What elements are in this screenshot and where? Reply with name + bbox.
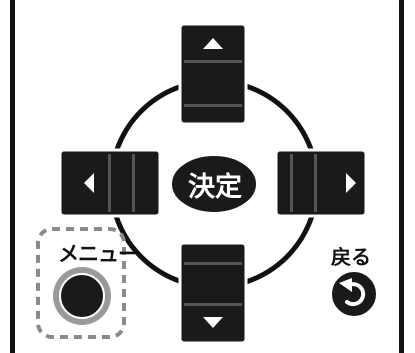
ok-button[interactable] xyxy=(170,154,258,214)
left-button[interactable] xyxy=(58,148,162,218)
menu-button-label: メニュー xyxy=(58,242,139,266)
return-arrow-icon xyxy=(339,278,366,307)
triangle-left-icon xyxy=(84,173,94,193)
menu-focus-outline xyxy=(36,227,126,339)
remote-edge-right xyxy=(399,0,404,353)
right-button[interactable] xyxy=(274,148,368,218)
up-button[interactable] xyxy=(178,22,248,126)
back-button-label: 戻る xyxy=(331,245,371,269)
remote-edge-left xyxy=(10,0,15,353)
triangle-down-icon xyxy=(203,317,223,328)
menu-button[interactable] xyxy=(59,273,105,319)
triangle-right-icon xyxy=(346,173,356,193)
back-button[interactable] xyxy=(330,270,378,318)
triangle-up-icon xyxy=(203,38,223,49)
down-button[interactable] xyxy=(178,241,248,345)
